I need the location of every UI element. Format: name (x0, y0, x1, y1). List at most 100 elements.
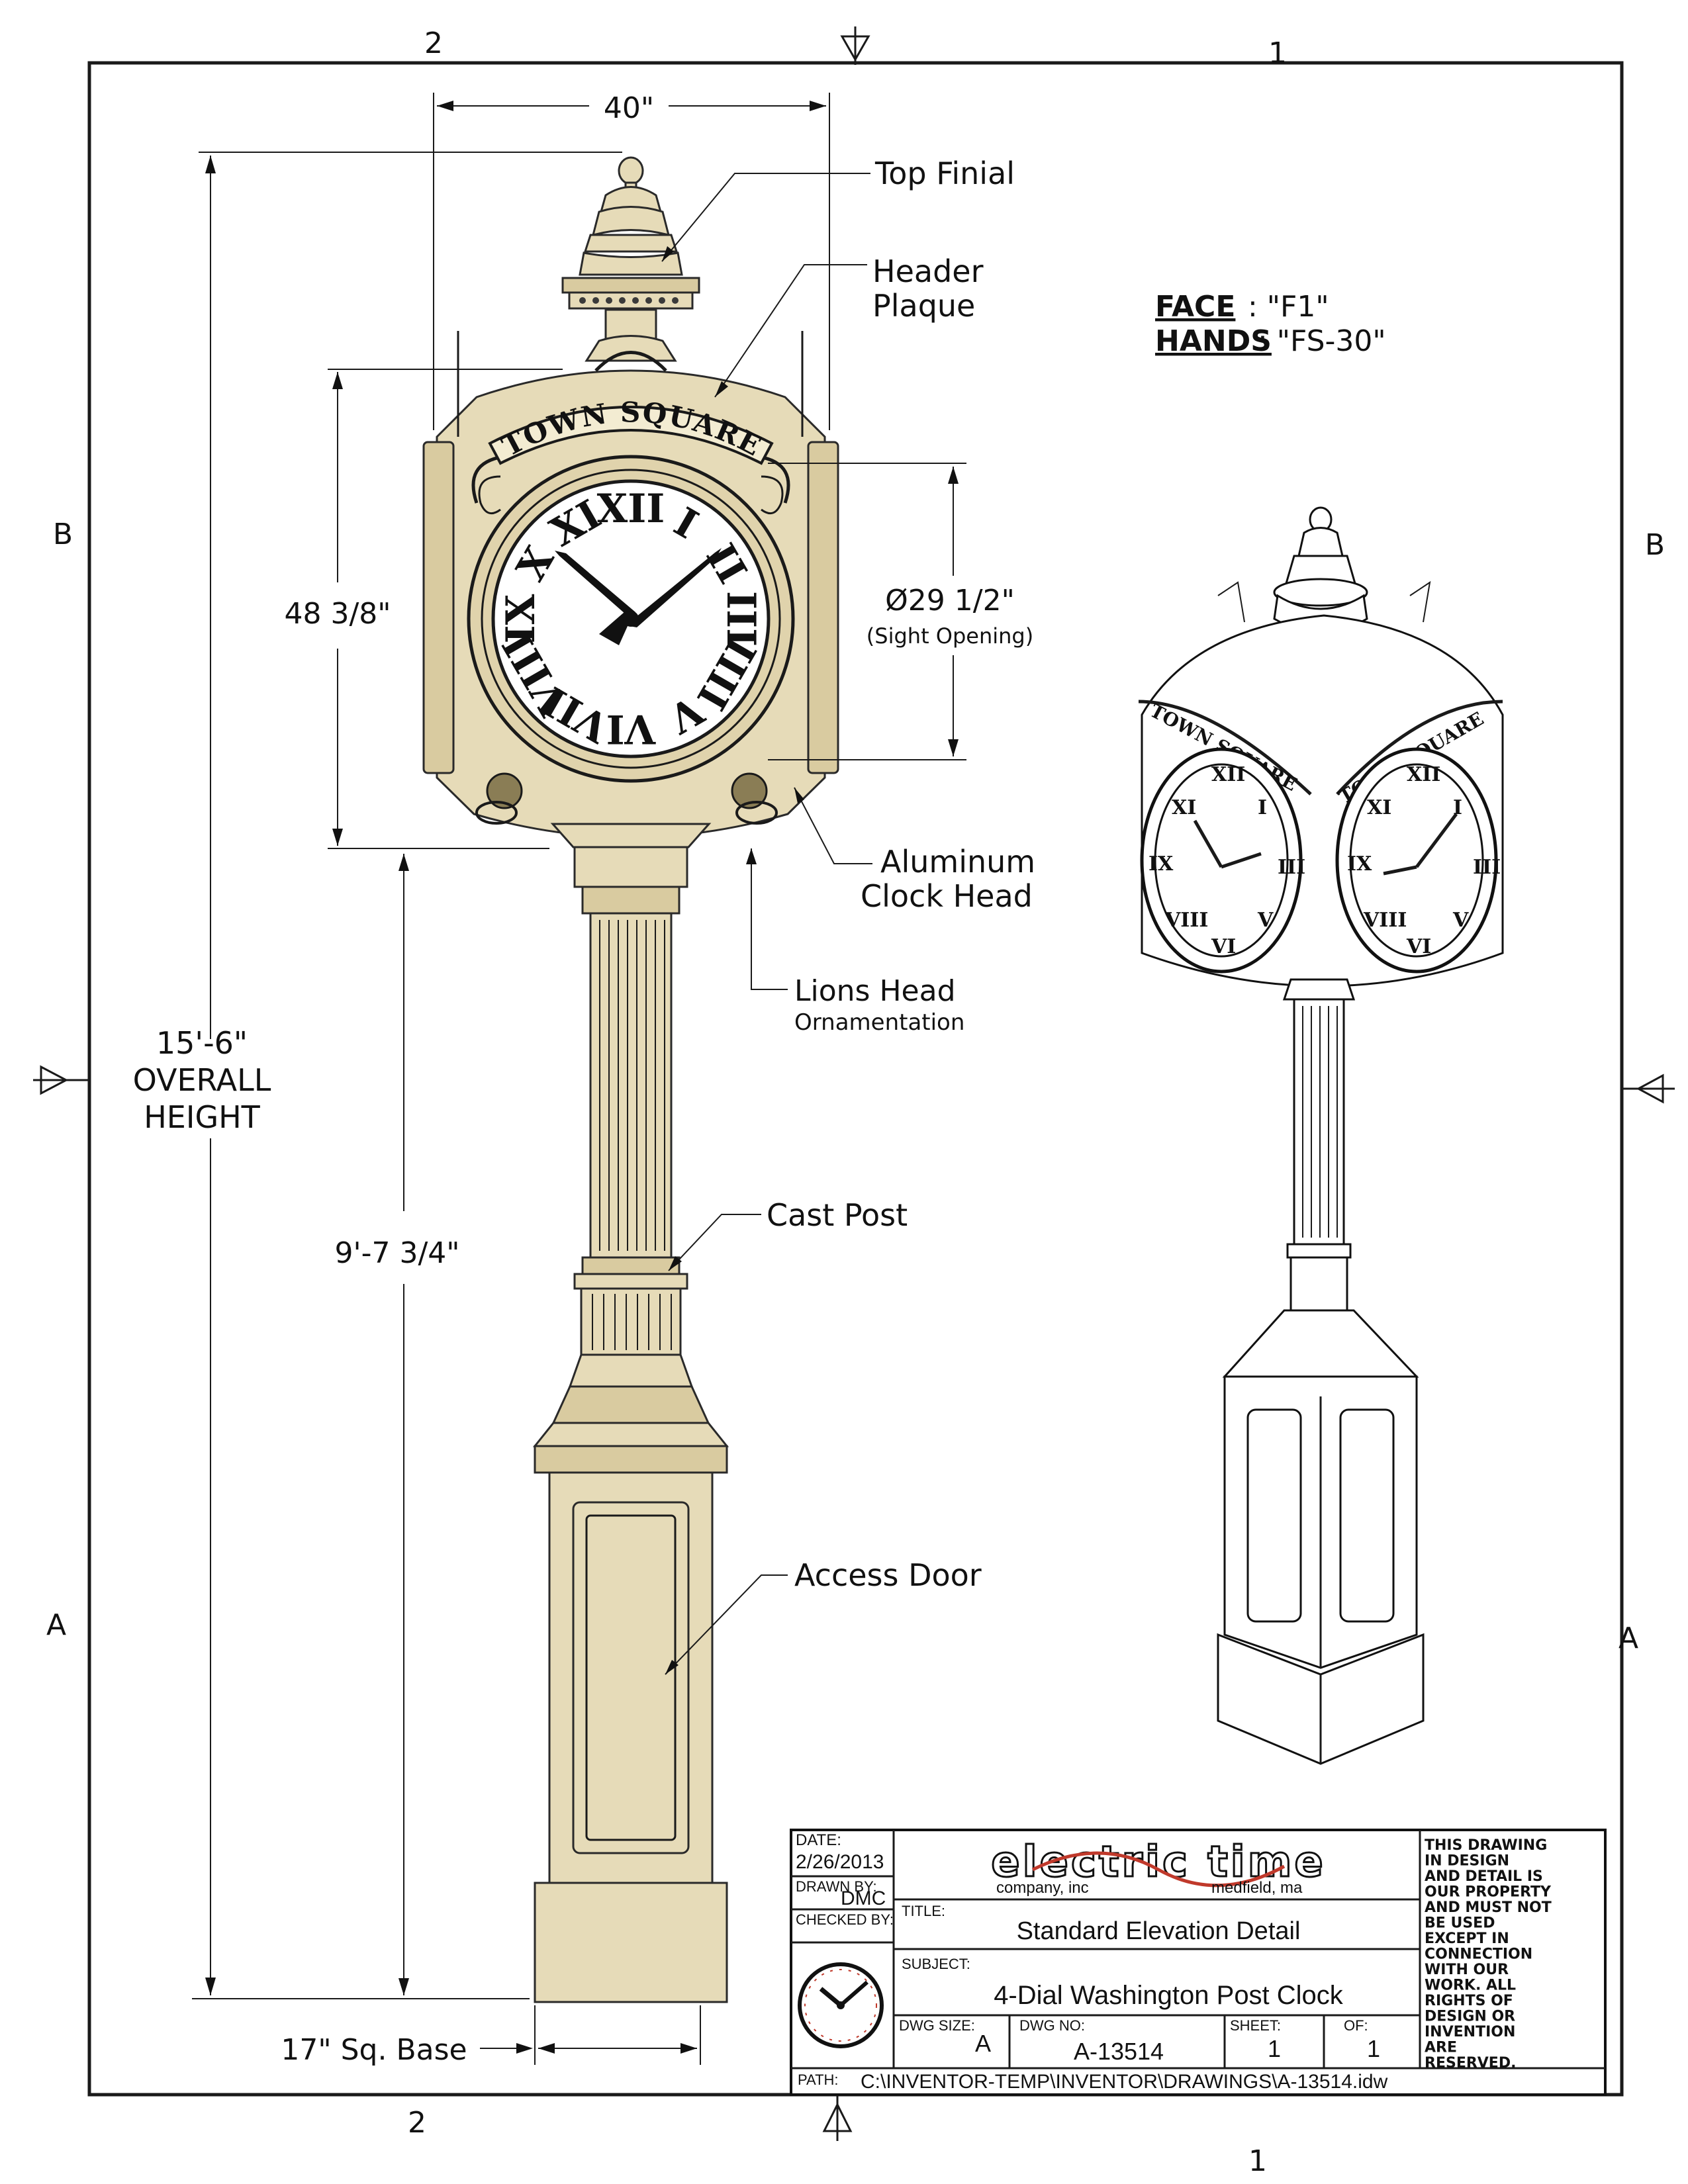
dial-numeral: III (718, 591, 764, 647)
tb-dwg-no-label: DWG NO: (1019, 2017, 1085, 2034)
rights-line: THIS DRAWING (1425, 1837, 1547, 1854)
dim-post-height: 9'-7 3/4" (335, 1236, 460, 1270)
callout-cast-post: Cast Post (767, 1197, 908, 1233)
grid-col-bottom-right: 1 (1248, 2144, 1267, 2178)
svg-text:V: V (1452, 909, 1469, 932)
grid-row-upper-left: B (53, 518, 73, 551)
grid-row-lower-right: A (1618, 1621, 1638, 1655)
spec-hands-label: HANDS (1155, 324, 1272, 358)
callout-aluminum-line1: Aluminum (880, 844, 1035, 880)
dim-base: 17" Sq. Base (281, 2033, 467, 2067)
callout-top-finial: Top Finial (874, 156, 1015, 191)
top-finial (561, 156, 700, 362)
svg-text:I: I (1258, 796, 1267, 819)
tb-dwg-size-label: DWG SIZE: (899, 2017, 975, 2034)
svg-text:VI: VI (1406, 935, 1431, 958)
spec-hands-value: : "FS-30" (1258, 324, 1386, 358)
dial-numeral: XII (597, 486, 665, 532)
dim-sight-diameter: Ø29 1/2" (885, 584, 1015, 617)
rights-line: RESERVED. (1425, 2055, 1516, 2071)
title-block: DATE: 2/26/2013 DRAWN BY: DMC CHECKED BY… (790, 1829, 1607, 2096)
tb-path-label: PATH: (798, 2071, 839, 2088)
tb-sheet-value: 1 (1268, 2035, 1281, 2062)
dim-overall-height-value: 15'-6" (156, 1025, 248, 1061)
isometric-view: TOWN SQUARE TOWN SQUARE XIIXIIXVIIIVIVII… (1138, 506, 1504, 1765)
svg-text:V: V (1257, 909, 1274, 932)
rights-line: AND DETAIL IS (1425, 1868, 1543, 1885)
spec-face-value: : "F1" (1248, 290, 1329, 324)
tb-path-value: C:\INVENTOR-TEMP\INVENTOR\DRAWINGS\A-135… (861, 2071, 1388, 2093)
dim-width-top: 40" (604, 91, 654, 125)
svg-text:XI: XI (1367, 796, 1391, 819)
callout-leaders (661, 173, 872, 1675)
tb-title-value: Standard Elevation Detail (1017, 1917, 1301, 1945)
rights-line: IN DESIGN (1425, 1853, 1509, 1870)
svg-text:VI: VI (1211, 935, 1236, 958)
lions-head-ornament-right (731, 772, 778, 825)
rights-line: WITH OUR (1425, 1962, 1509, 1978)
tb-subject-label: SUBJECT: (902, 1956, 970, 1972)
tb-subject-value: 4-Dial Washington Post Clock (994, 1981, 1344, 2010)
tb-dwg-size-value: A (975, 2030, 991, 2057)
dial-numeral: IX (498, 594, 544, 643)
cast-post (550, 823, 712, 1424)
callout-header-plaque-line1: Header (872, 253, 984, 289)
rights-line: ARE (1425, 2040, 1457, 2056)
rights-line: WORK. ALL (1425, 1978, 1516, 1994)
grid-col-top-right: 1 (1268, 36, 1287, 70)
grid-row-lower-left: A (46, 1608, 66, 1642)
svg-text:I: I (1453, 796, 1462, 819)
rights-line: EXCEPT IN (1425, 1931, 1509, 1947)
drawing-border (87, 61, 1624, 2097)
rights-line: AND MUST NOT (1425, 1899, 1552, 1916)
rights-line: DESIGN OR (1425, 2009, 1515, 2025)
svg-text:VIII: VIII (1164, 909, 1208, 932)
rights-line: RIGHTS OF (1425, 1993, 1513, 2009)
lions-head-ornament-left (475, 772, 523, 825)
company-sub-left: company, inc (996, 1879, 1089, 1897)
dim-head-height: 48 3/8" (284, 597, 391, 631)
grid-col-bottom-left: 2 (408, 2106, 426, 2140)
grid-row-upper-right: B (1645, 528, 1665, 562)
tb-date-value: 2/26/2013 (796, 1851, 884, 1873)
tb-of-value: 1 (1367, 2035, 1380, 2062)
center-mark-bottom (822, 2095, 853, 2141)
grid-col-top-left: 2 (424, 26, 443, 60)
dim-sight-caption: (Sight Opening) (867, 623, 1033, 649)
dimension-lines (192, 93, 966, 2065)
tb-sheet-label: SHEET: (1230, 2017, 1281, 2034)
callout-lions-line1: Lions Head (794, 974, 956, 1008)
tb-title-label: TITLE: (902, 1903, 945, 1919)
svg-text:VIII: VIII (1363, 909, 1407, 932)
clock-icon (798, 1962, 884, 2048)
callout-header-plaque-line2: Plaque (872, 288, 975, 324)
svg-text:III: III (1278, 856, 1305, 879)
svg-text:IX: IX (1149, 852, 1174, 876)
spec-face-label: FACE (1155, 290, 1235, 324)
rights-line: BE USED (1425, 1915, 1495, 1932)
spec-hands: HANDS : "FS-30" (1155, 324, 1386, 358)
tb-of-label: OF: (1344, 2017, 1368, 2034)
clock-hands (555, 548, 722, 645)
callout-access-door: Access Door (794, 1557, 982, 1593)
svg-text:IX: IX (1347, 852, 1372, 876)
svg-text:XII: XII (1407, 763, 1440, 786)
center-mark-top (840, 26, 870, 65)
spec-face: FACE : "F1" (1155, 290, 1329, 324)
company-sub-right: medfield, ma (1211, 1879, 1303, 1897)
tb-drawn-label: DRAWN BY: (796, 1878, 877, 1895)
svg-text:III: III (1473, 856, 1501, 879)
rights-line: CONNECTION (1425, 1946, 1532, 1963)
callout-aluminum-line2: Clock Head (861, 878, 1033, 914)
center-mark-left (33, 1065, 89, 1095)
post-base (532, 1422, 729, 2003)
callout-lions-line2: Ornamentation (794, 1009, 964, 1036)
svg-text:XI: XI (1172, 796, 1196, 819)
dim-overall-height-line2: HEIGHT (144, 1099, 260, 1135)
dial-numeral: VI (606, 705, 657, 752)
center-mark-right (1622, 1073, 1675, 1104)
